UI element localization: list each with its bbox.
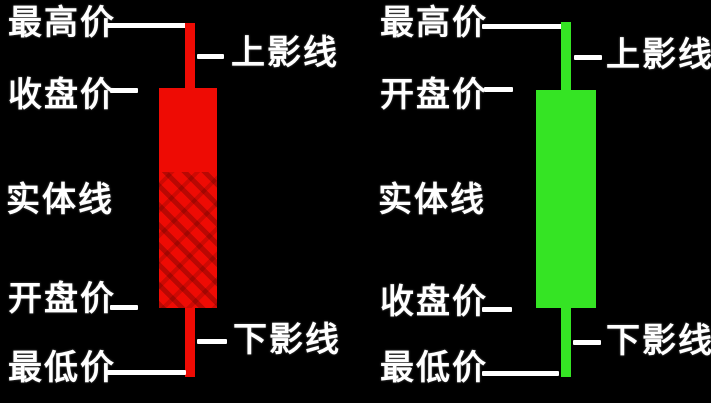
lower-wick xyxy=(561,308,571,377)
candle-body xyxy=(159,88,217,308)
candle-body xyxy=(536,90,596,308)
connector-lower-shadow xyxy=(197,339,227,344)
lower-wick xyxy=(185,308,195,377)
connector-highest-price xyxy=(107,23,186,28)
connector-lowest-price xyxy=(482,371,559,376)
label-opening-price: 开盘价 xyxy=(380,77,488,114)
connector-upper-shadow xyxy=(197,54,224,59)
label-highest-price: 最高价 xyxy=(380,5,488,42)
connector-opening-price xyxy=(484,87,513,92)
label-lower-shadow: 下影线 xyxy=(233,322,341,359)
label-opening-price: 开盘价 xyxy=(8,281,116,318)
label-lowest-price: 最低价 xyxy=(380,350,488,387)
upper-wick xyxy=(185,23,195,90)
connector-closing-price xyxy=(482,307,512,312)
connector-highest-price xyxy=(482,24,562,29)
connector-opening-price xyxy=(110,305,138,310)
label-upper-shadow: 上影线 xyxy=(231,35,339,72)
label-real-body: 实体线 xyxy=(378,182,486,219)
label-highest-price: 最高价 xyxy=(8,5,116,42)
label-upper-shadow: 上影线 xyxy=(606,37,711,74)
connector-closing-price xyxy=(110,88,138,93)
connector-lower-shadow xyxy=(573,340,601,345)
watermark-pattern xyxy=(159,171,217,308)
label-closing-price: 收盘价 xyxy=(8,77,116,114)
label-real-body: 实体线 xyxy=(6,182,114,219)
connector-lowest-price xyxy=(107,370,186,375)
label-closing-price: 收盘价 xyxy=(380,284,488,321)
label-lower-shadow: 下影线 xyxy=(606,323,711,360)
upper-wick xyxy=(561,22,571,90)
connector-upper-shadow xyxy=(574,55,602,60)
label-lowest-price: 最低价 xyxy=(8,350,116,387)
